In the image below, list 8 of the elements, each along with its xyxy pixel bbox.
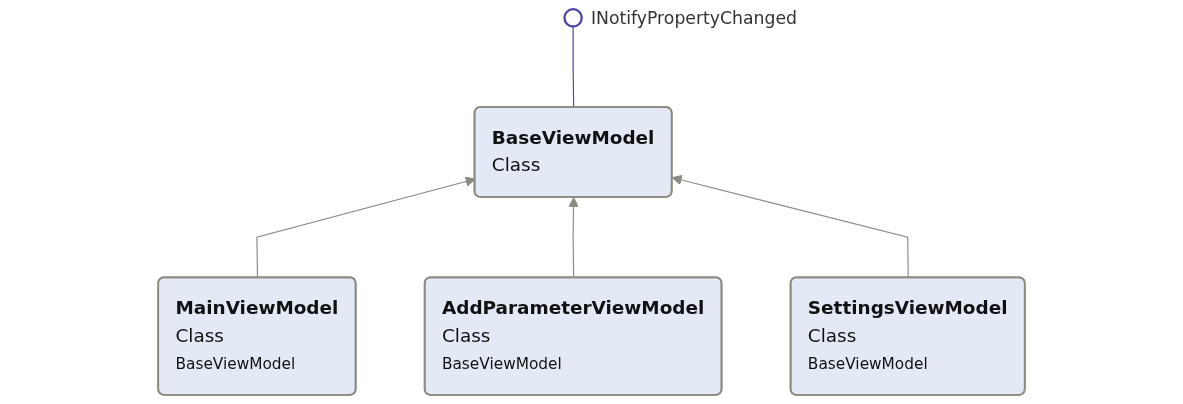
class-box: MainViewModel Class BaseViewModel [157,276,357,396]
class-box: BaseViewModel Class [473,106,673,198]
class-box: AddParameterViewModel Class BaseViewModel [423,276,723,396]
connector-line [568,196,579,279]
interface-lollipop-icon [563,8,583,28]
class-box: SettingsViewModel Class BaseViewModel [789,276,1026,396]
connector-line [671,174,909,279]
interface-name: INotifyPropertyChanged [590,7,798,28]
